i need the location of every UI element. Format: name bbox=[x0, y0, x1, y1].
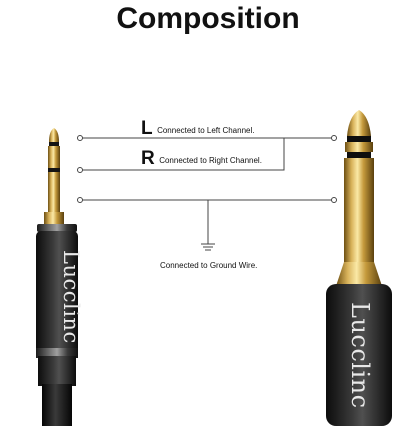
left-channel-label: L Connected to Left Channel. bbox=[141, 118, 254, 140]
brand-logo-right: Lucclinc bbox=[346, 302, 374, 409]
left-tip-dot bbox=[77, 135, 83, 141]
brand-logo-left: Lucclinc bbox=[59, 250, 83, 344]
ground-wire-label: Connected to Ground Wire. bbox=[160, 261, 258, 270]
ts-6-35mm-plug bbox=[326, 110, 392, 426]
right-channel-letter: R bbox=[141, 148, 155, 169]
left-ring-dot bbox=[77, 167, 83, 173]
left-channel-text: Connected to Left Channel. bbox=[157, 126, 255, 135]
right-sleeve-dot bbox=[331, 197, 337, 203]
left-channel-letter: L bbox=[141, 118, 153, 139]
page-title: Composition bbox=[116, 2, 300, 35]
left-sleeve-dot bbox=[77, 197, 83, 203]
connection-lines bbox=[80, 137, 334, 251]
right-channel-line bbox=[80, 138, 285, 171]
right-tip-dot bbox=[331, 135, 337, 141]
right-channel-text: Connected to Right Channel. bbox=[159, 156, 262, 165]
trs-3-5mm-plug bbox=[36, 128, 78, 426]
right-channel-label: R Connected to Right Channel. bbox=[141, 148, 262, 170]
